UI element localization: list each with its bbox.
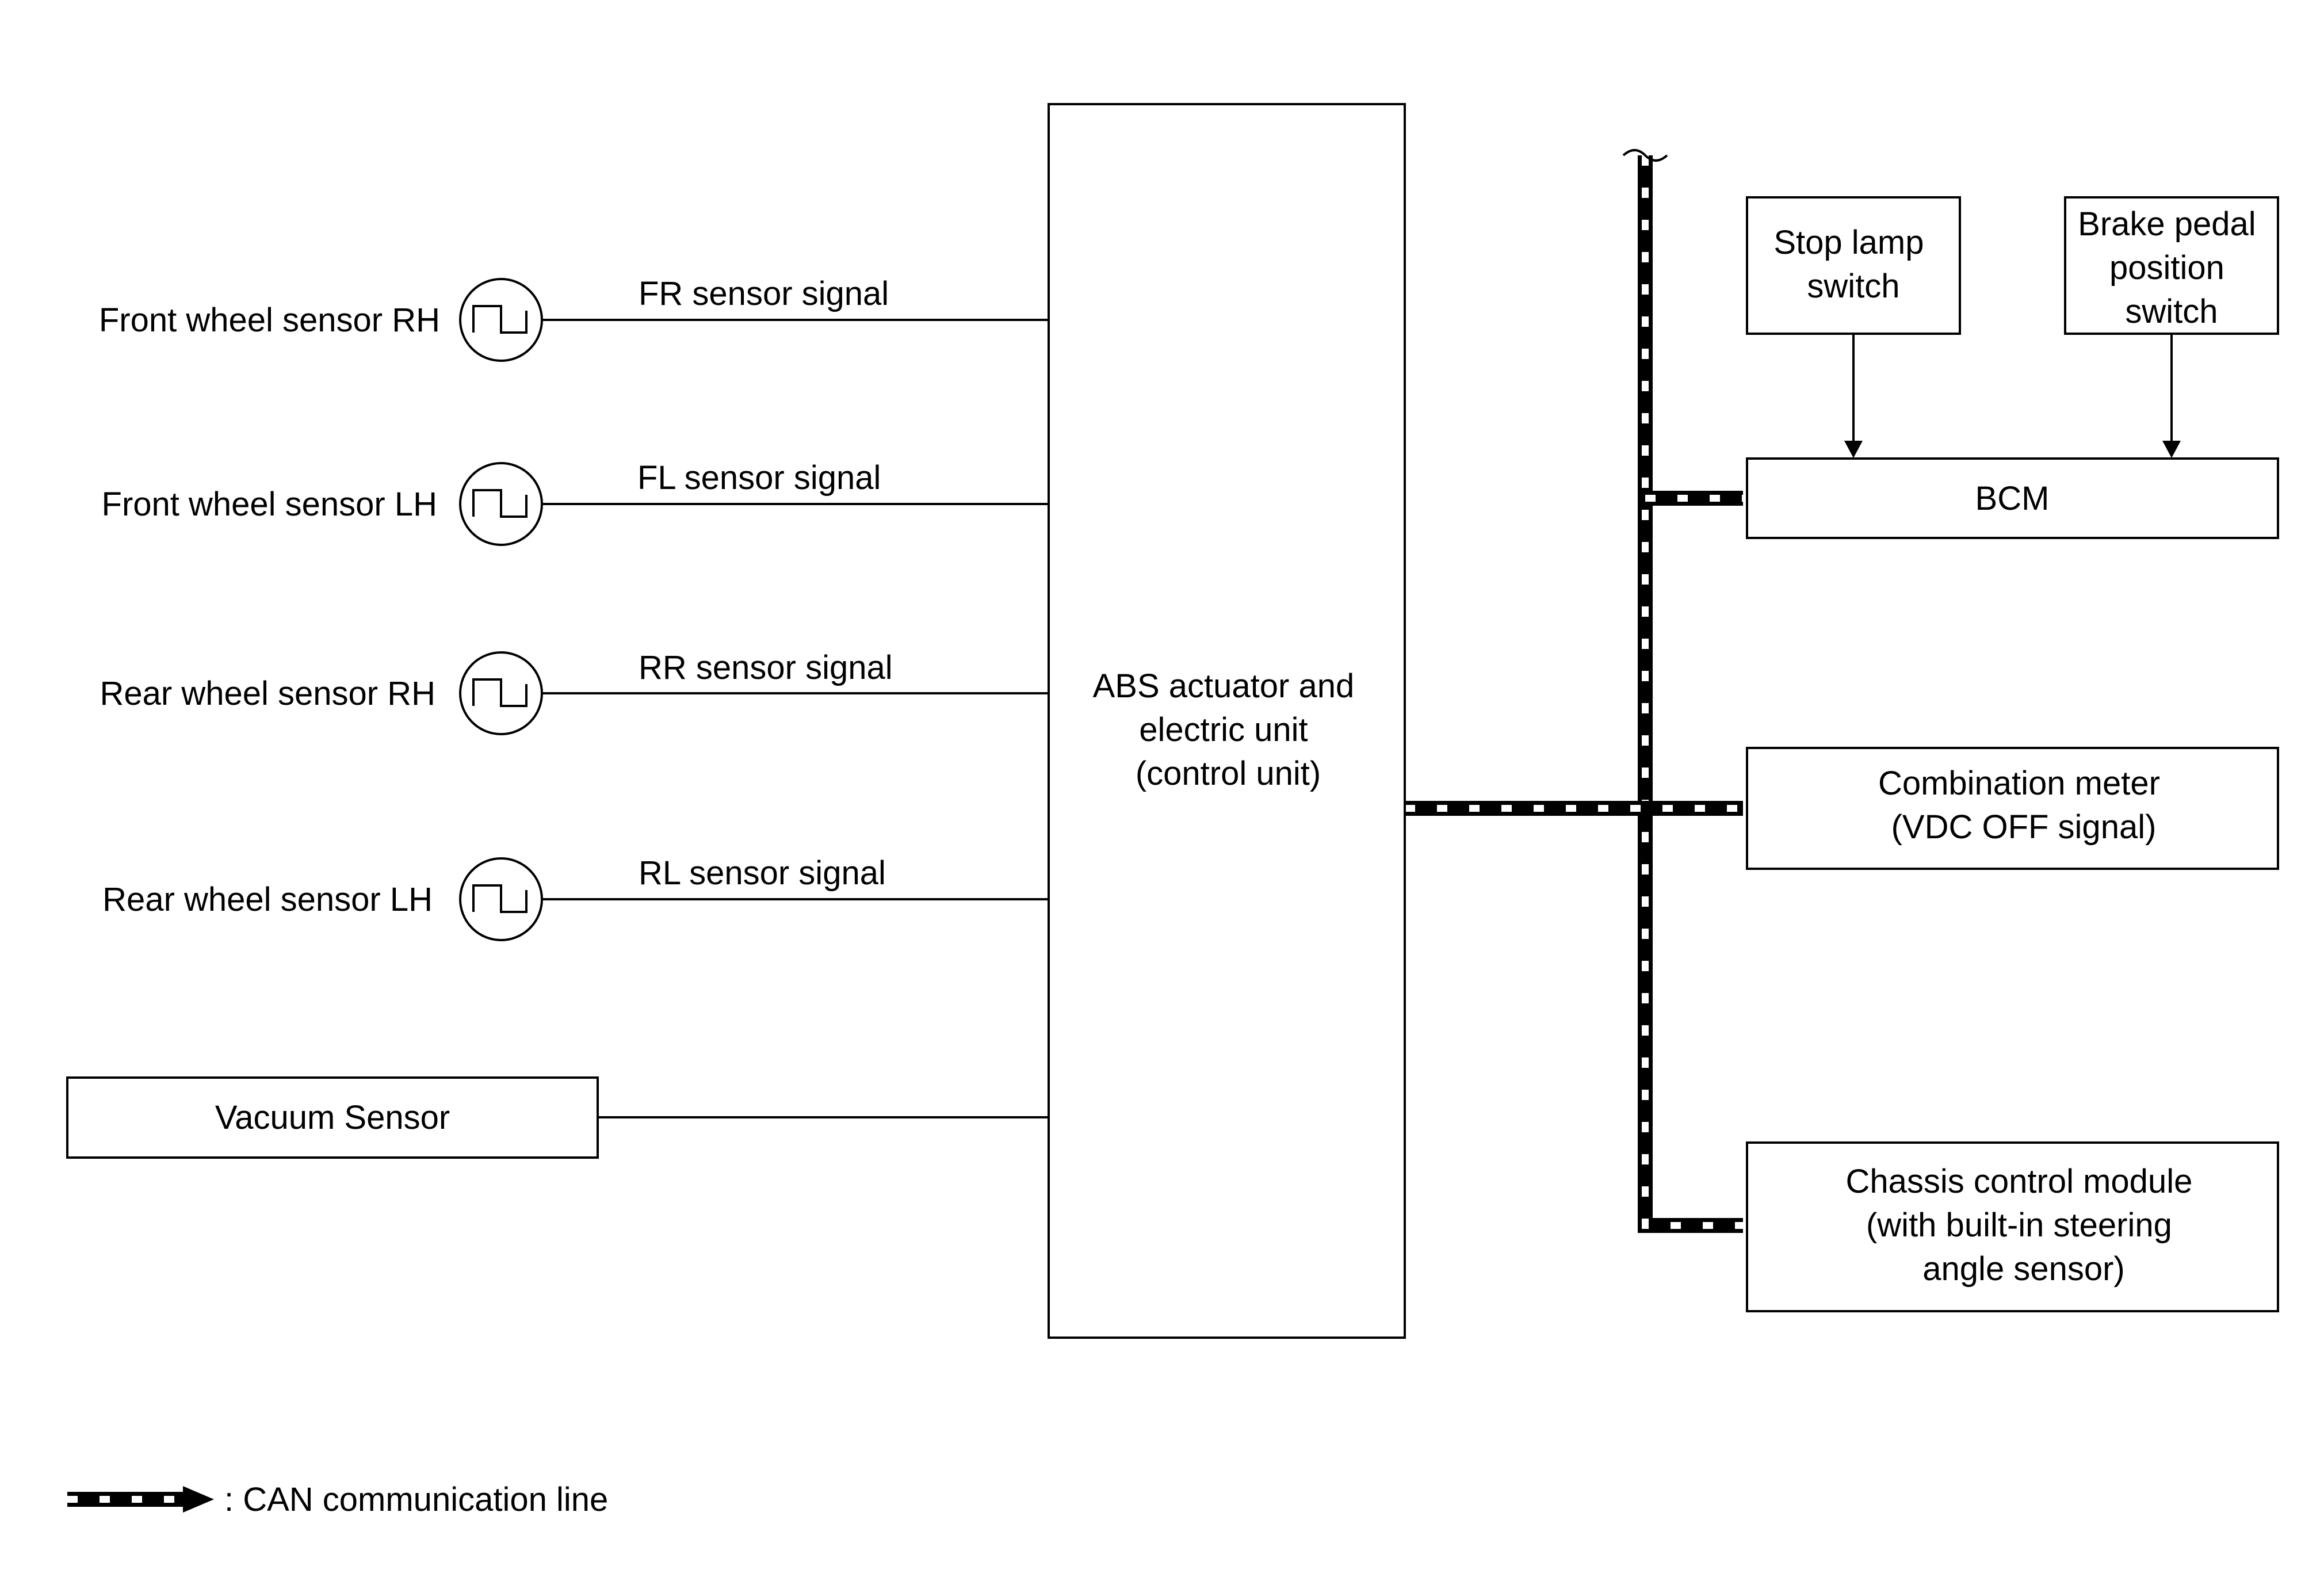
- wheel-sensor-fr: Front wheel sensor RH FR sensor signal: [99, 275, 1049, 362]
- stop-lamp-switch-box: [1746, 196, 1961, 335]
- bcm: BCM: [1746, 457, 2279, 539]
- can-bus: [1405, 149, 1743, 1233]
- rr-signal-label: RR sensor signal: [639, 649, 893, 686]
- arrow-right-icon: [183, 1486, 214, 1513]
- stop-lamp-switch-label-line-2: switch: [1807, 268, 1899, 305]
- legend-label: : CAN communication line: [224, 1481, 608, 1518]
- chassis-module-label-line-3: angle sensor): [1922, 1250, 2124, 1288]
- stop-lamp-switch: Stop lamp switch: [1746, 196, 1961, 458]
- chassis-control-module-label: Chassis control module (with built-in st…: [1846, 1163, 2202, 1288]
- combination-meter: Combination meter (VDC OFF signal): [1746, 747, 2279, 870]
- brake-pedal-switch-label-line-2: position: [2109, 249, 2224, 287]
- combination-meter-label-line-1: Combination meter: [1878, 765, 2160, 802]
- chassis-module-label-line-1: Chassis control module: [1846, 1163, 2193, 1200]
- brake-pedal-position-switch: Brake pedal position switch: [2064, 196, 2279, 458]
- rl-signal-label: RL sensor signal: [639, 854, 886, 892]
- wheel-sensor-fl-label: Front wheel sensor LH: [102, 486, 437, 523]
- brake-pedal-switch-label-line-1: Brake pedal: [2078, 205, 2256, 243]
- brake-pedal-switch-label-line-3: switch: [2125, 293, 2218, 330]
- fl-signal-label: FL sensor signal: [637, 459, 881, 497]
- abs-unit-label-line-2: electric unit: [1139, 711, 1308, 749]
- combination-meter-box: [1746, 747, 2279, 870]
- wheel-sensor-fr-label: Front wheel sensor RH: [99, 301, 440, 339]
- bcm-label: BCM: [1975, 480, 2050, 517]
- chassis-control-module: Chassis control module (with built-in st…: [1746, 1141, 2279, 1312]
- wheel-sensor-rr: Rear wheel sensor RH RR sensor signal: [100, 649, 1049, 735]
- legend: : CAN communication line: [67, 1481, 608, 1518]
- abs-unit-label: ABS actuator and electric unit (control …: [1093, 667, 1364, 792]
- wheel-sensor-rr-label: Rear wheel sensor RH: [100, 675, 435, 712]
- stop-lamp-switch-label: Stop lamp switch: [1773, 224, 1933, 305]
- abs-unit-box: [1048, 103, 1406, 1339]
- wheel-sensor-rl: Rear wheel sensor LH RL sensor signal: [102, 854, 1049, 941]
- arrow-down-icon: [2162, 441, 2181, 458]
- can-bus-break-mark: [1622, 149, 1668, 162]
- combination-meter-label: Combination meter (VDC OFF signal): [1878, 765, 2169, 846]
- arrow-down-icon: [1844, 441, 1863, 458]
- bcm-box: [1746, 457, 2279, 539]
- abs-unit-label-line-3: (control unit): [1136, 755, 1321, 792]
- brake-pedal-switch-label: Brake pedal position switch: [2078, 205, 2265, 330]
- chassis-control-module-box: [1746, 1141, 2279, 1312]
- vacuum-sensor: Vacuum Sensor: [66, 1076, 1049, 1159]
- stop-lamp-switch-label-line-1: Stop lamp: [1773, 224, 1924, 261]
- abs-unit: ABS actuator and electric unit (control …: [1048, 103, 1406, 1339]
- abs-unit-label-line-1: ABS actuator and: [1093, 667, 1355, 705]
- vacuum-sensor-box: [66, 1076, 599, 1159]
- chassis-module-label-line-2: (with built-in steering: [1866, 1206, 2172, 1244]
- fr-signal-label: FR sensor signal: [639, 275, 889, 312]
- wheel-sensor-fl: Front wheel sensor LH FL sensor signal: [102, 459, 1049, 546]
- wheel-sensor-rl-label: Rear wheel sensor LH: [102, 881, 433, 918]
- combination-meter-label-line-2: (VDC OFF signal): [1891, 808, 2157, 846]
- vacuum-sensor-label: Vacuum Sensor: [215, 1099, 450, 1136]
